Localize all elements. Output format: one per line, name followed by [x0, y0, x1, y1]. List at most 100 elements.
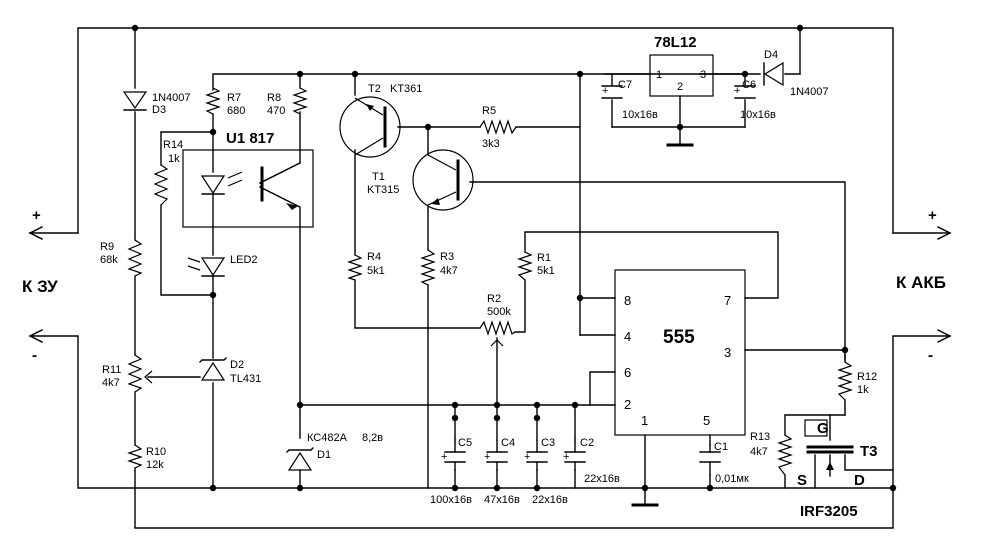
c6-plus: + [734, 85, 740, 97]
c1-ref: C1 [714, 441, 728, 453]
capacitor-c7: + C7 10x16в [601, 79, 658, 121]
zener-d2: D2 TL431 [199, 357, 261, 385]
reg-pin2: 2 [677, 81, 683, 93]
c5-ref: C5 [458, 437, 472, 449]
transistor-t2: T2 KT361 [339, 83, 422, 158]
timer-pin8: 8 [624, 293, 631, 308]
capacitor-c1: C1 0,01мк [699, 441, 749, 485]
r7-ref: R7 [227, 92, 241, 104]
d4-type: 1N4007 [790, 86, 829, 98]
r5-value: 3k3 [482, 138, 500, 150]
t3-ref: T3 [860, 443, 878, 460]
r1-value: 5k1 [537, 265, 555, 277]
r1-ref: R1 [537, 252, 551, 264]
capacitor-c6: + C6 10x16в [734, 79, 776, 121]
t2-ref: T2 [368, 83, 381, 95]
resistor-r8: R8 470 [267, 87, 308, 117]
resistor-r13: R13 4k7 [750, 431, 793, 476]
c3-value: 22x16в [532, 494, 568, 506]
c3-plus: + [524, 451, 530, 463]
timer-pin4: 4 [624, 329, 631, 344]
r8-value: 470 [267, 105, 285, 117]
resistor-r7: R7 680 [205, 87, 245, 117]
left-plus-label: + [32, 207, 41, 224]
t1-type: KT315 [367, 184, 399, 196]
c2-plus: + [563, 451, 569, 463]
c5-plus: + [441, 451, 447, 463]
r11-value: 4k7 [102, 377, 120, 389]
resistor-r14: R14 1k [153, 139, 183, 206]
timer-pin6: 6 [624, 365, 631, 380]
t3-type: IRF3205 [800, 503, 858, 520]
r8-ref: R8 [267, 92, 281, 104]
resistor-r3: R3 4k7 [420, 249, 458, 286]
r2-ref: R2 [487, 293, 501, 305]
mosfet-t3: G S D T3 IRF3205 [797, 419, 894, 520]
d1-type: КС482А [307, 432, 348, 444]
r9-value: 68k [100, 254, 118, 266]
diode-d3: 1N4007 D3 [122, 91, 191, 116]
potentiometer-r2: R2 500k [479, 293, 516, 347]
r12-ref: R12 [857, 371, 877, 383]
timer-pin1: 1 [641, 413, 648, 428]
diode-d4: D4 1N4007 [763, 49, 829, 98]
led2: LED2 [187, 254, 258, 277]
d2-type: TL431 [230, 373, 261, 385]
regulator-name: 78L12 [654, 34, 697, 51]
r2-value: 500k [487, 306, 511, 318]
potentiometer-r11: R11 4k7 [102, 354, 153, 393]
resistor-r5: R5 3k3 [479, 105, 517, 150]
c5-value: 100x16в [430, 494, 472, 506]
reg-pin3: 3 [700, 69, 706, 81]
right-terminal: + - К АКБ [896, 207, 952, 364]
resistor-r4: R4 5k1 [347, 251, 385, 281]
r10-ref: R10 [146, 446, 166, 458]
d1-voltage: 8,2в [362, 432, 383, 444]
c6-value: 10x16в [740, 109, 776, 121]
capacitor-c2: + C2 22x16в [563, 437, 620, 485]
optocoupler-u1: U1 817 [182, 130, 314, 228]
r5-ref: R5 [482, 105, 496, 117]
d4-ref: D4 [764, 49, 778, 61]
left-minus-label: - [32, 347, 37, 364]
resistor-r12: R12 1k [837, 361, 877, 401]
r3-value: 4k7 [440, 265, 458, 277]
u1-label: U1 817 [226, 130, 274, 147]
r13-ref: R13 [750, 431, 770, 443]
timer-pin2: 2 [624, 397, 631, 412]
c7-plus: + [602, 85, 608, 97]
r13-value: 4k7 [750, 446, 768, 458]
r10-value: 12k [146, 459, 164, 471]
t2-type: KT361 [390, 83, 422, 95]
r3-ref: R3 [440, 251, 454, 263]
c7-value: 10x16в [622, 109, 658, 121]
t3-source-label: S [797, 472, 807, 489]
led2-ref: LED2 [230, 254, 258, 266]
c2-ref: C2 [580, 437, 594, 449]
resistor-r10: R10 12k [127, 444, 166, 471]
c1-value: 0,01мк [715, 473, 749, 485]
left-terminal-label: К ЗУ [22, 277, 58, 296]
r12-value: 1k [857, 384, 869, 396]
t3-drain-label: D [854, 472, 865, 489]
timer-pin7: 7 [724, 293, 731, 308]
junction-dots [131, 24, 897, 492]
c4-value: 47x16в [484, 494, 520, 506]
resistor-r1: R1 5k1 [517, 251, 555, 281]
c4-plus: + [484, 451, 490, 463]
resistor-r9: R9 68k [100, 239, 143, 277]
regulator-78l12: 78L12 1 2 3 [649, 34, 714, 97]
right-terminal-label: К АКБ [896, 273, 946, 292]
d3-ref: D3 [152, 104, 166, 116]
d2-ref: D2 [230, 359, 244, 371]
r11-ref: R11 [102, 364, 121, 376]
zener-d1: КС482А 8,2в D1 [286, 432, 383, 471]
c7-ref: C7 [618, 79, 632, 91]
t1-ref: T1 [372, 171, 385, 183]
c4-ref: C4 [501, 437, 515, 449]
left-terminal: + - К ЗУ [22, 207, 58, 364]
r4-ref: R4 [367, 251, 381, 263]
ground-symbols [631, 143, 694, 507]
r4-value: 5k1 [367, 265, 385, 277]
